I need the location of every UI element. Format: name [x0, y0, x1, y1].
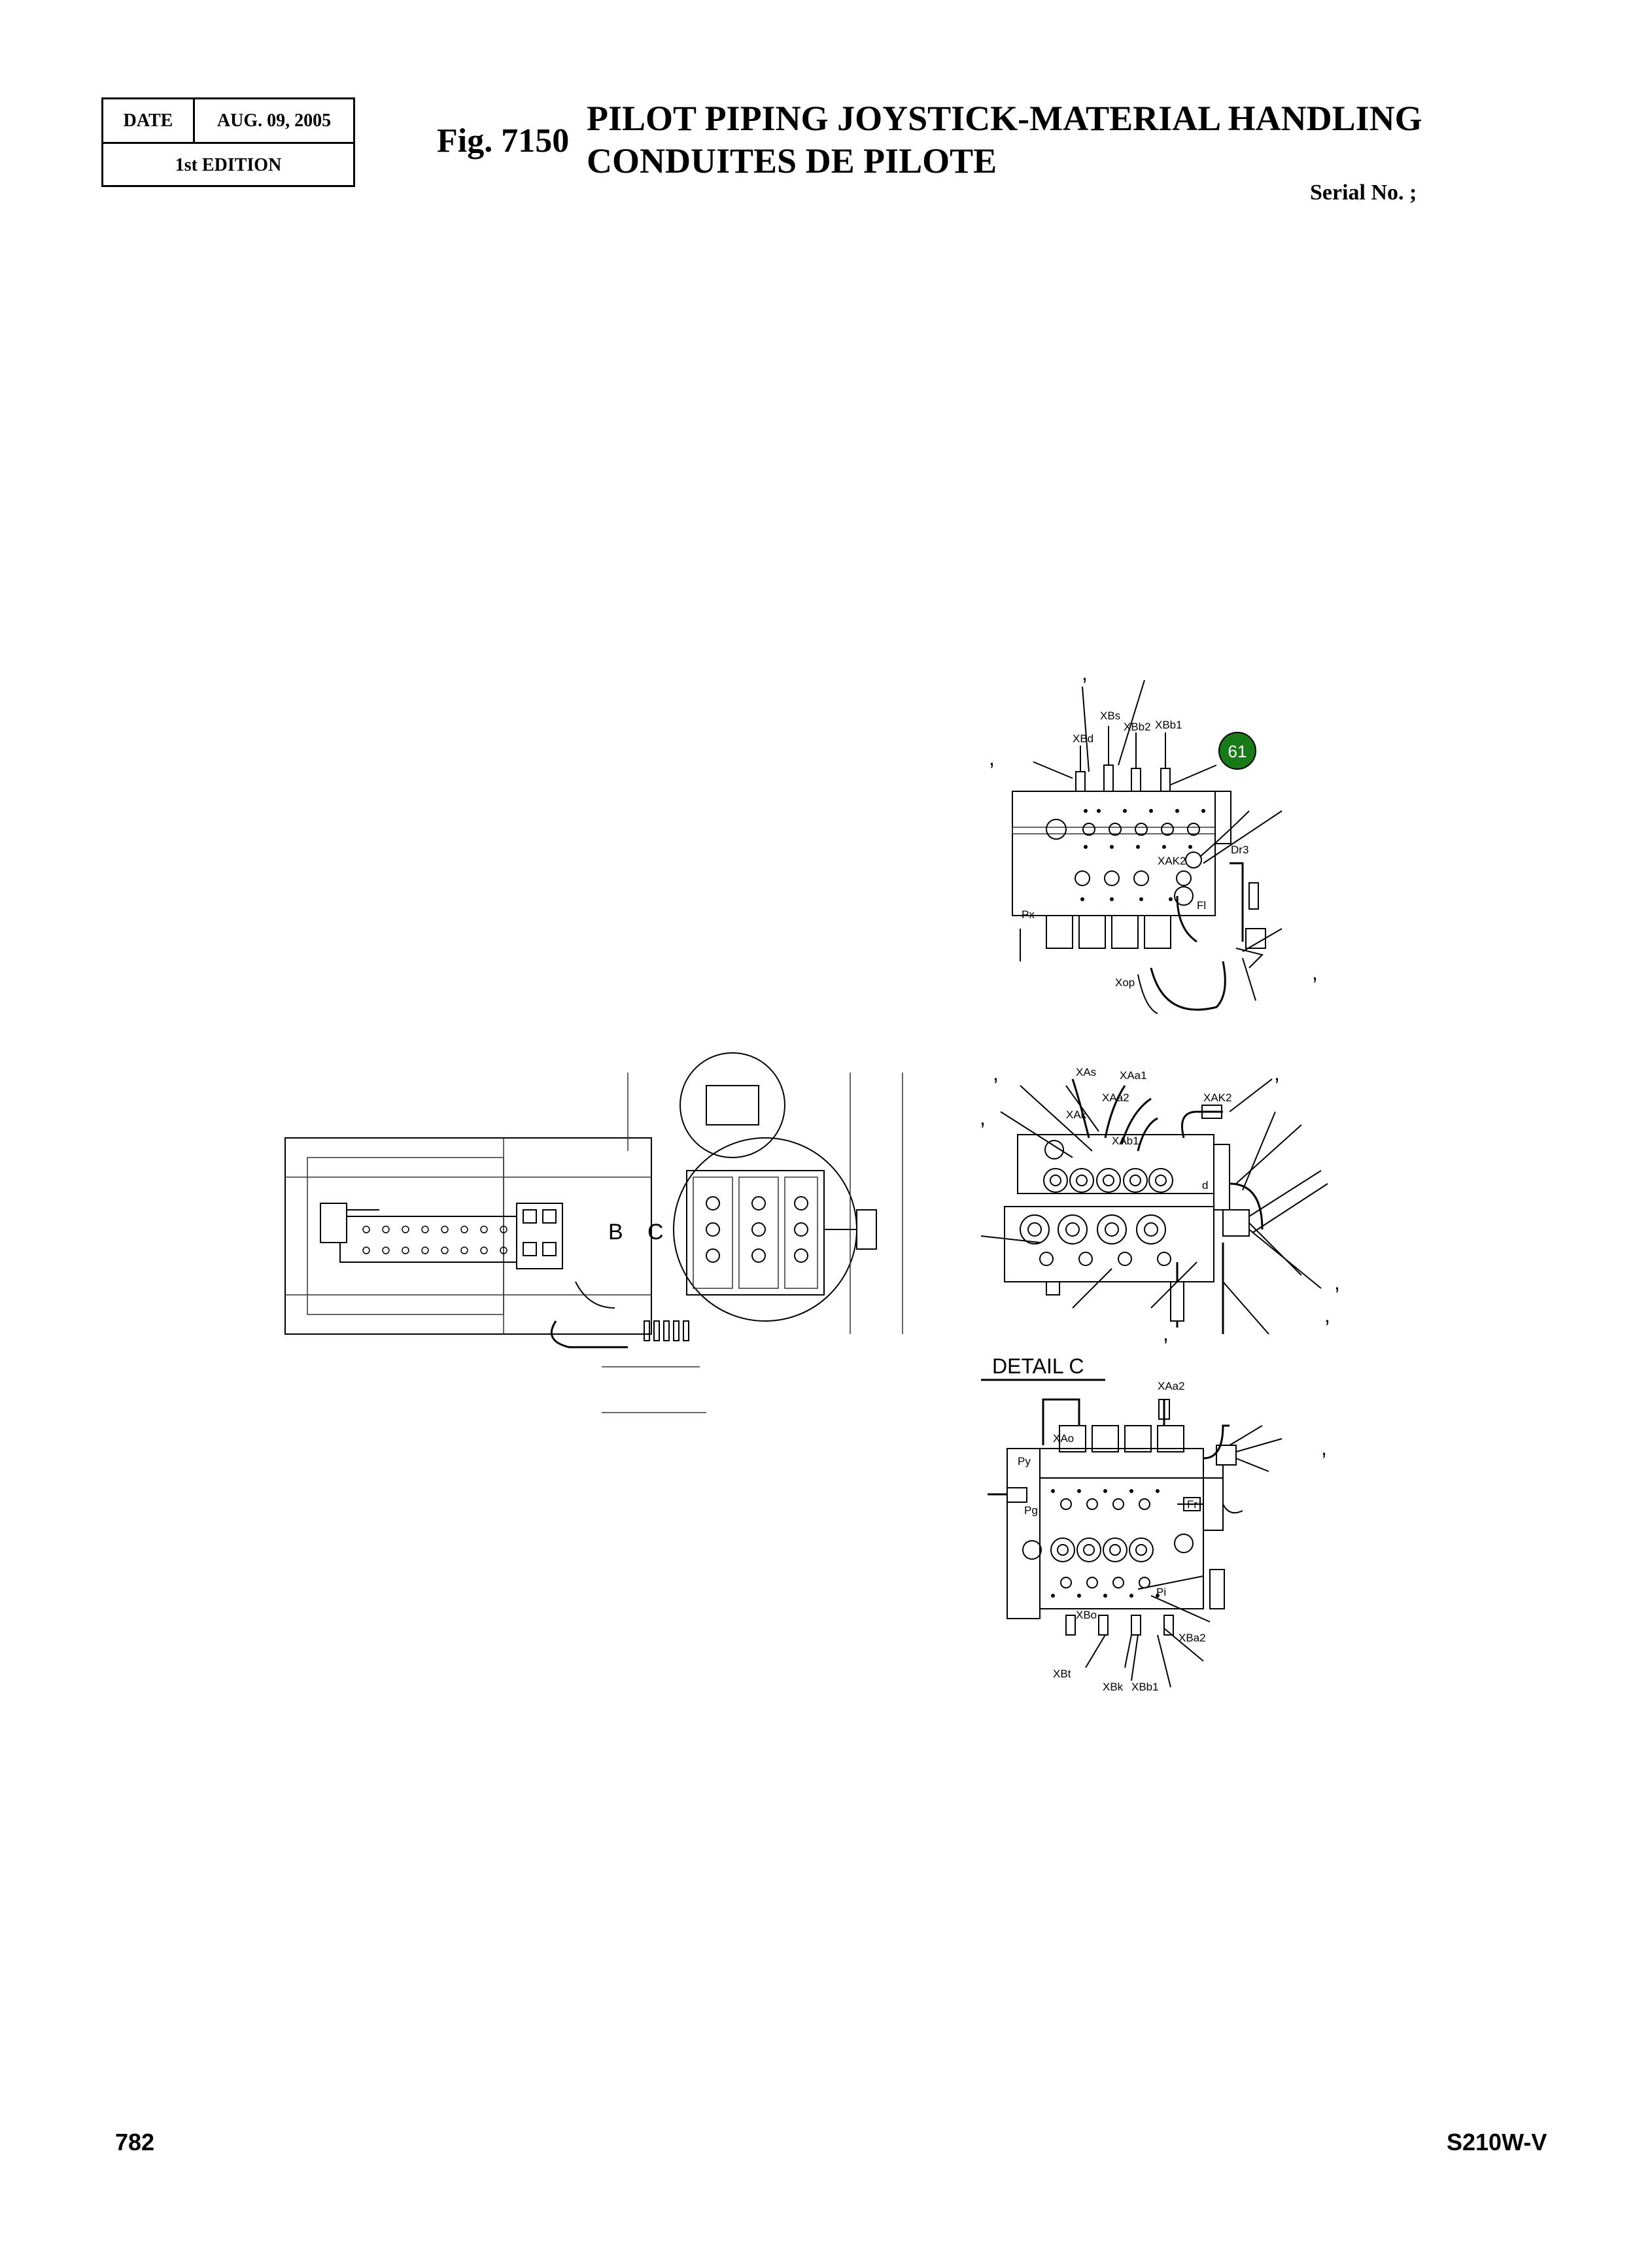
port-label: Xop: [1115, 976, 1135, 989]
callout-comma: ,: [989, 746, 995, 770]
callout-balloon: [1218, 732, 1256, 770]
port-label: XAa1: [1120, 1069, 1147, 1082]
top-valve-view: 61 XBs XBd XBb2 XBb1 Dr3 XAK2 Fl Px Xop …: [989, 661, 1318, 1014]
port-label: Dr3: [1231, 844, 1248, 856]
title-french: CONDUITES DE PILOTE: [587, 141, 997, 180]
callout-comma: ,: [1163, 1322, 1169, 1345]
port-label: Fr: [1187, 1498, 1197, 1511]
date-label: DATE: [103, 99, 195, 142]
port-label: XBs: [1100, 710, 1120, 722]
callout-comma: ,: [1324, 1303, 1330, 1327]
port-label: XAK2: [1203, 1091, 1231, 1104]
view-label-c: C: [647, 1220, 664, 1245]
overview-view: B C: [284, 1052, 903, 1413]
callout-comma: ,: [980, 1106, 986, 1129]
title-english: PILOT PIPING JOYSTICK-MATERIAL HANDLING: [587, 99, 1422, 138]
callout-comma: ,: [1274, 1061, 1280, 1085]
port-label: XAo: [1053, 1432, 1074, 1445]
port-label: Px: [1022, 908, 1035, 921]
port-label: XBb1: [1155, 719, 1182, 731]
detail-label: DETAIL C: [992, 1354, 1084, 1378]
port-label: Pg: [1024, 1504, 1038, 1517]
port-label: XAK2: [1158, 855, 1186, 867]
port-label: XBk: [1103, 1681, 1124, 1693]
figure-number: Fig. 7150: [437, 122, 570, 160]
date-row: DATE AUG. 09, 2005: [103, 99, 353, 144]
port-label: Pi: [1156, 1586, 1166, 1598]
callout-comma: ,: [1312, 961, 1318, 984]
page-number: 782: [115, 2129, 155, 2155]
port-label: XBt: [1053, 1668, 1071, 1680]
port-label: XAb1: [1112, 1135, 1139, 1147]
edition: 1st EDITION: [175, 155, 282, 175]
port-label: XBa2: [1179, 1632, 1206, 1644]
middle-valve-view: XAs XAa1 XAa2 XAk XAb1 XAK2 d , , , , , …: [980, 1061, 1340, 1345]
port-label: XBb1: [1131, 1681, 1159, 1693]
port-label: XBo: [1076, 1609, 1097, 1621]
model-number: S210W-V: [1447, 2129, 1547, 2155]
port-label: d: [1202, 1179, 1208, 1192]
port-label: XAa2: [1158, 1380, 1185, 1392]
port-label: Py: [1018, 1455, 1031, 1468]
date-value: AUG. 09, 2005: [216, 110, 332, 131]
callout-comma: ,: [1321, 1436, 1327, 1460]
port-label: XAk: [1066, 1108, 1087, 1121]
view-label-b: B: [608, 1220, 623, 1245]
port-label: XBb2: [1124, 721, 1151, 733]
port-label: Fl: [1197, 899, 1206, 912]
port-label: XAs: [1076, 1066, 1096, 1078]
port-label: XBd: [1073, 732, 1093, 745]
bottom-valve-view: XAa2 XAo Py Pg Fr Pi XBo XBa2 XBt XBk XB…: [988, 1380, 1327, 1693]
callout-comma: ,: [993, 1061, 999, 1085]
callout-number: 61: [1228, 742, 1247, 761]
date-box: DATE AUG. 09, 2005 1st EDITION: [101, 97, 355, 187]
callout-comma: ,: [1334, 1271, 1340, 1294]
serial-number: Serial No. ;: [1310, 180, 1417, 205]
port-label: XAa2: [1102, 1091, 1129, 1104]
callout-comma: ,: [1082, 661, 1088, 685]
